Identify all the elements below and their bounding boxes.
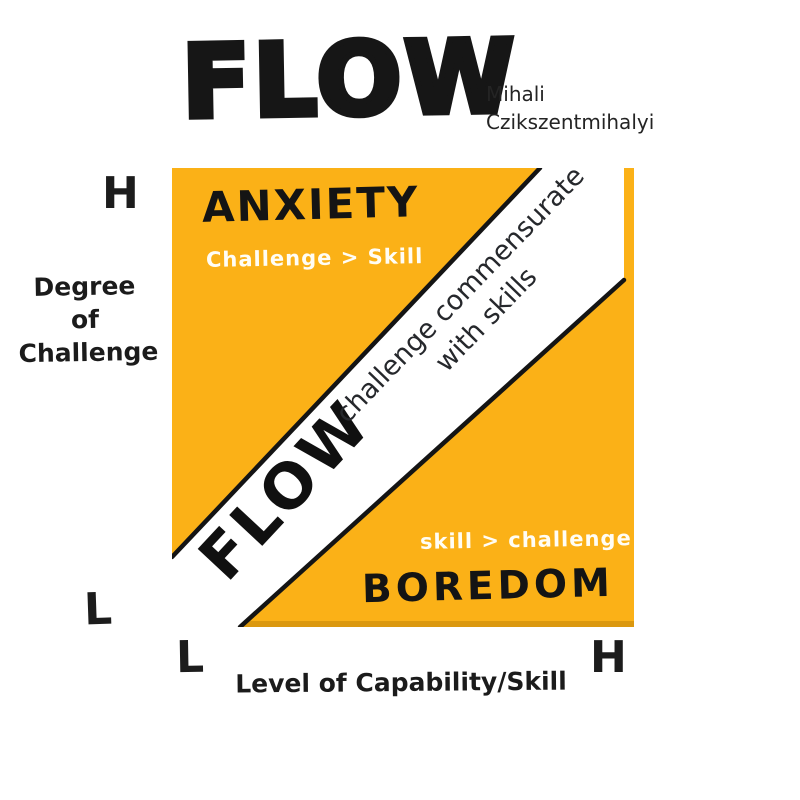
y-axis-title: Degree of Challenge	[17, 269, 158, 370]
page-title: FLOW	[178, 15, 522, 144]
x-axis-low-label: L	[175, 631, 205, 684]
y-axis-title-line: Challenge	[18, 336, 159, 369]
anxiety-region-subtitle: Challenge > Skill	[205, 244, 424, 272]
flow-channel-graphic	[172, 168, 627, 627]
x-axis-high-label: H	[590, 632, 627, 683]
author-line-2: Czikszentmihalyi	[486, 110, 655, 134]
y-axis-title-line: Degree	[33, 271, 136, 302]
boredom-region-subtitle: skill > challenge	[419, 526, 632, 554]
y-axis-title-line: of	[70, 304, 100, 335]
flow-channel-band	[172, 168, 624, 627]
anxiety-region-title: ANXIETY	[201, 177, 421, 232]
x-axis-title: Level of Capability/Skill	[235, 666, 567, 699]
y-axis-low-label: L	[83, 583, 113, 636]
boredom-region-title: BOREDOM	[361, 560, 615, 613]
author-attribution: Mihali Czikszentmihalyi	[486, 80, 654, 136]
flow-channel-lower-border	[237, 277, 627, 627]
y-axis-high-label: H	[102, 168, 139, 219]
flow-channel-upper-border	[172, 168, 543, 560]
flow-matrix: ANXIETY Challenge > Skill FLOW challenge…	[172, 161, 634, 627]
author-line-1: Mihali	[486, 82, 545, 106]
